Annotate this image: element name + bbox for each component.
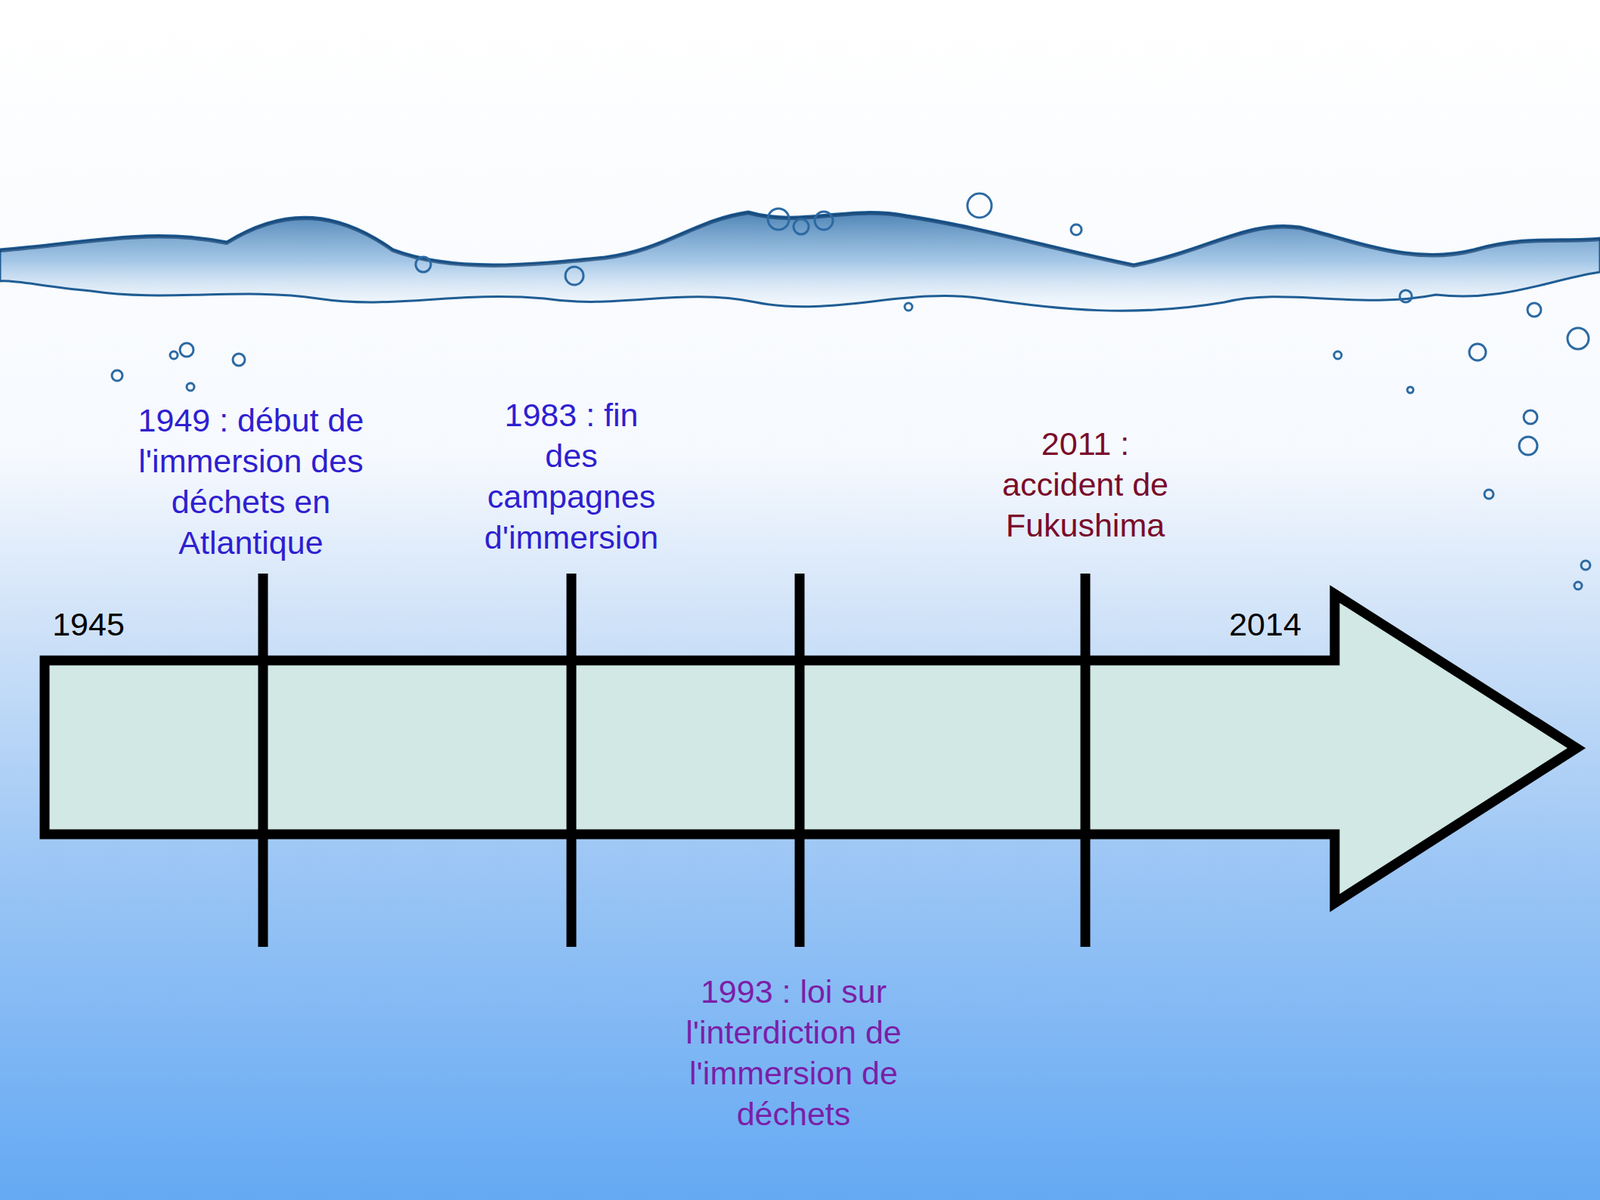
water-splash (0, 211, 1600, 311)
arrow-shape (44, 594, 1577, 904)
tick-marks (263, 573, 1086, 948)
event-label: 2011 : accident de Fukushima (994, 423, 1177, 546)
water-surface (0, 213, 1600, 267)
event-label: 1983 : fin des campagnes d'immersion (479, 394, 665, 558)
bubbles (111, 193, 1591, 590)
event-label: 1993 : loi sur l'interdiction de l'immer… (680, 971, 907, 1135)
year-label: 1945 (27, 603, 149, 645)
event-label: 1949 : début de l'immersion des déchets … (122, 399, 380, 564)
year-label: 2014 (1204, 603, 1326, 645)
timeline-arrow (44, 573, 1577, 948)
